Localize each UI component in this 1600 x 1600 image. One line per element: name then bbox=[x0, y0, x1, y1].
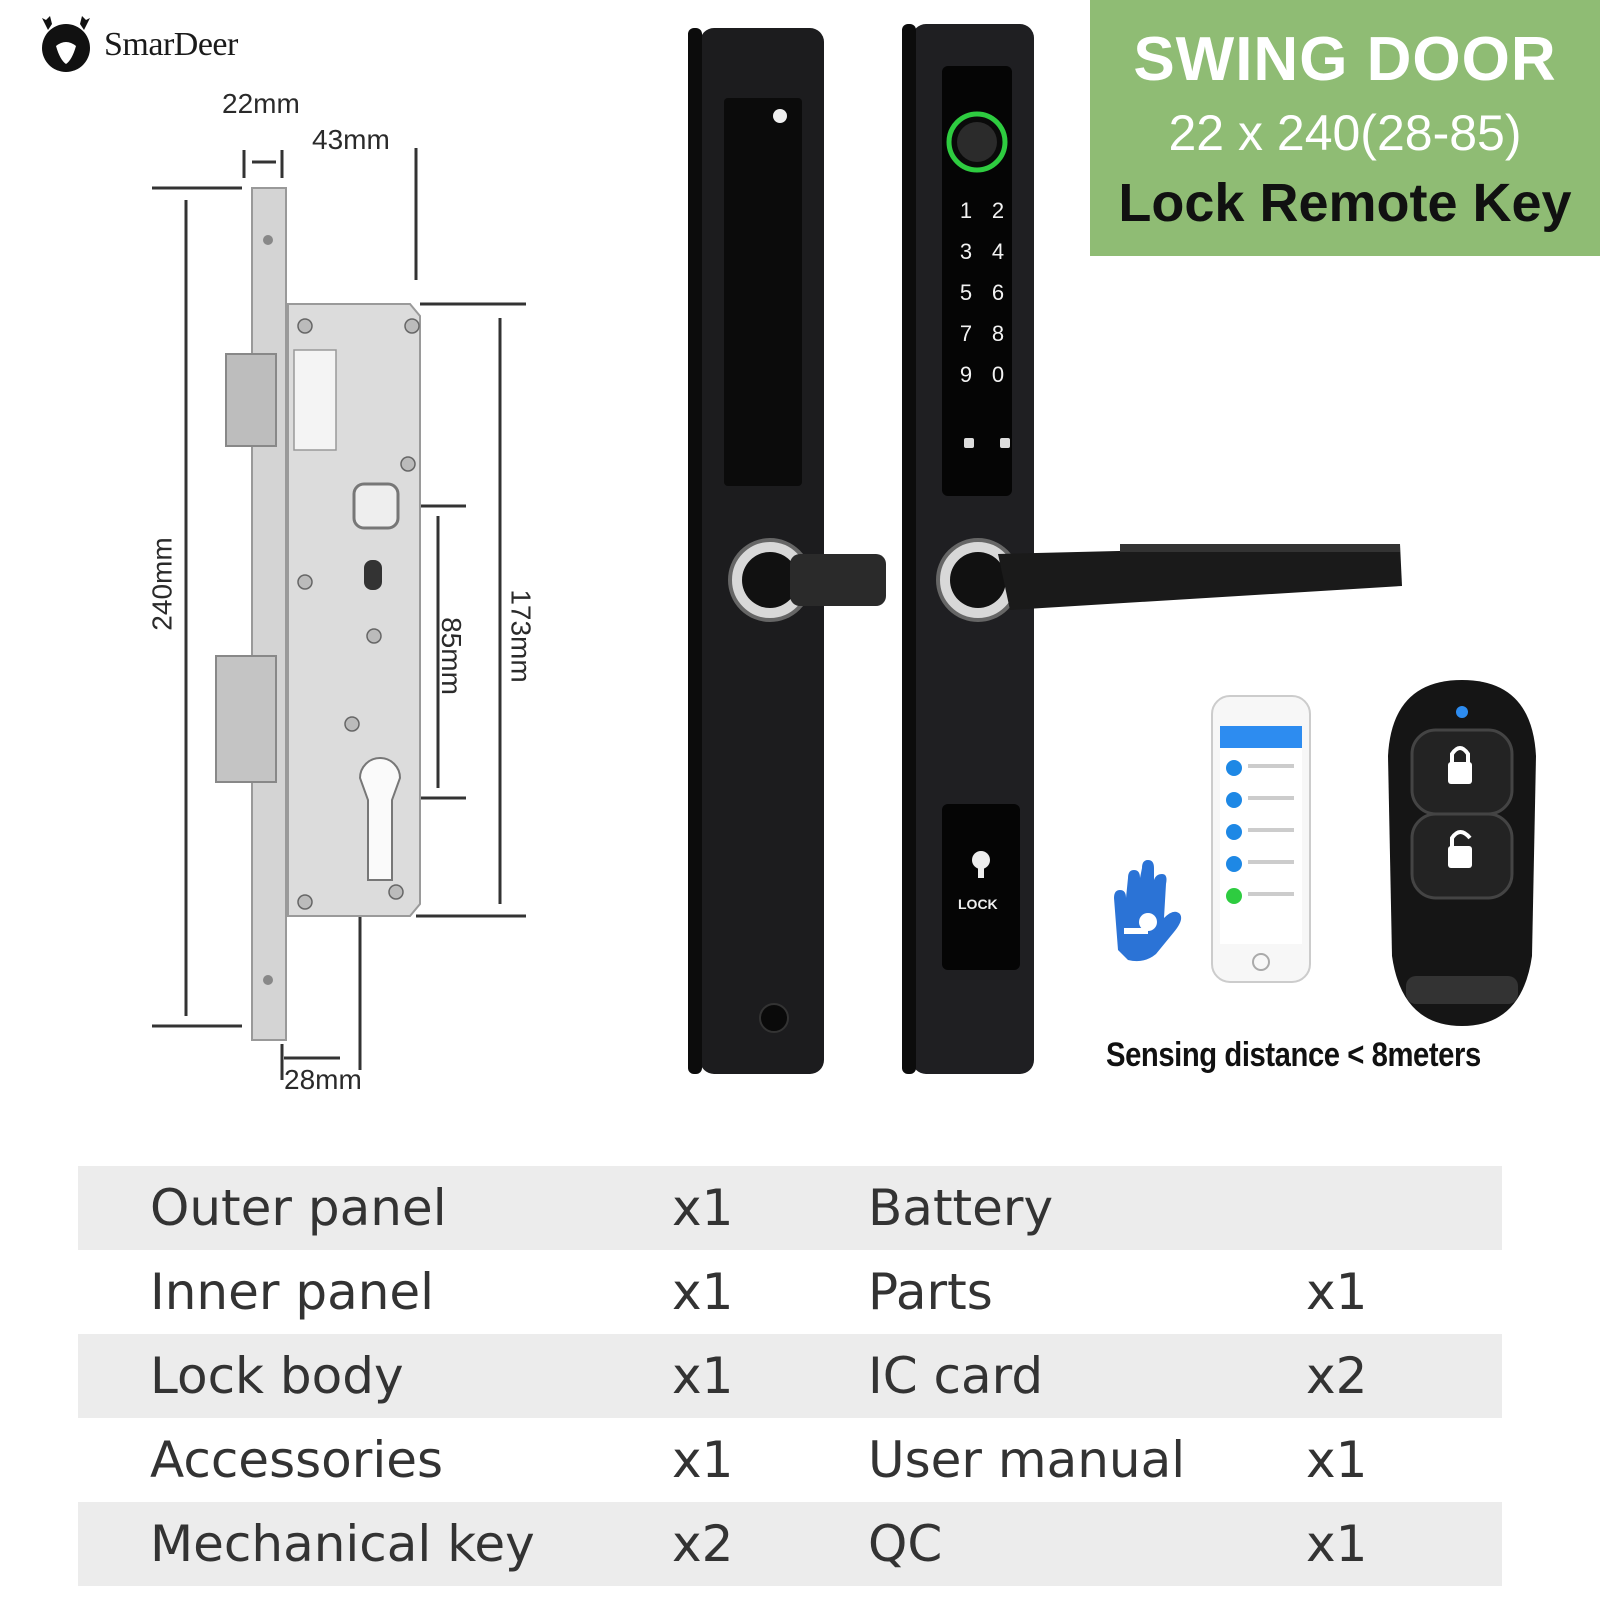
title-line-3: Lock Remote Key bbox=[1118, 173, 1572, 233]
dimension-173mm: 173mm bbox=[505, 589, 537, 683]
title-line-2: 22 x 240(28-85) bbox=[1168, 105, 1522, 161]
dimension-85mm: 85mm bbox=[435, 617, 467, 695]
keypad-key-5: 5 bbox=[959, 280, 973, 305]
item-qty: x1 bbox=[1306, 1515, 1368, 1573]
item-qty: x1 bbox=[672, 1263, 734, 1321]
keypad: 1 2 3 4 5 6 7 8 9 0 bbox=[950, 198, 1014, 388]
item-qty: x1 bbox=[1306, 1263, 1368, 1321]
keypad-key-4: 4 bbox=[991, 239, 1005, 264]
item-qty: x2 bbox=[1306, 1347, 1368, 1405]
lock-body-diagram bbox=[152, 148, 526, 1080]
item-qty: x1 bbox=[1306, 1431, 1368, 1489]
keypad-key-0: 0 bbox=[991, 362, 1005, 387]
sensing-distance-text: Sensing distance < 8meters bbox=[1106, 1036, 1481, 1074]
item-name: Lock body bbox=[150, 1347, 404, 1405]
packing-row: Accessories x1 User manual x1 bbox=[78, 1418, 1502, 1502]
packing-row: Lock body x1 IC card x2 bbox=[78, 1334, 1502, 1418]
smart-lock-product bbox=[688, 24, 1402, 1074]
item-name: Mechanical key bbox=[150, 1515, 535, 1573]
keypad-key-7: 7 bbox=[959, 321, 973, 346]
item-qty: x1 bbox=[672, 1431, 734, 1489]
dimension-22mm: 22mm bbox=[222, 88, 300, 119]
item-name: IC card bbox=[868, 1347, 1044, 1405]
item-name: Accessories bbox=[150, 1431, 444, 1489]
brand-name: SmarDeer bbox=[104, 26, 238, 63]
item-name: User manual bbox=[868, 1431, 1186, 1489]
keypad-key-1: 1 bbox=[959, 198, 973, 223]
item-qty: x2 bbox=[672, 1515, 734, 1573]
keypad-key-6: 6 bbox=[991, 280, 1005, 305]
item-name: QC bbox=[868, 1515, 943, 1573]
packing-row: Mechanical key x2 QC x1 bbox=[78, 1502, 1502, 1586]
keypad-key-2: 2 bbox=[991, 198, 1005, 223]
title-line-1: SWING DOOR bbox=[1133, 25, 1557, 94]
dimension-28mm: 28mm bbox=[284, 1064, 362, 1095]
keypad-key-8: 8 bbox=[991, 321, 1005, 346]
phone-app-icon bbox=[1211, 695, 1311, 983]
title-box: SWING DOOR 22 x 240(28-85) Lock Remote K… bbox=[1090, 0, 1600, 256]
packing-list: Outer panel x1 Battery Inner panel x1 Pa… bbox=[78, 1166, 1502, 1586]
item-qty: x1 bbox=[672, 1347, 734, 1405]
deer-head-icon bbox=[42, 16, 90, 72]
brand-logo: SmarDeer bbox=[34, 16, 238, 74]
dimension-240mm: 240mm bbox=[146, 537, 178, 631]
keypad-key-9: 9 bbox=[959, 362, 973, 387]
remote-key-icon bbox=[1388, 680, 1536, 1026]
lock-label: LOCK bbox=[958, 896, 998, 912]
keypad-key-3: 3 bbox=[959, 239, 973, 264]
item-name: Outer panel bbox=[150, 1179, 447, 1237]
packing-row: Inner panel x1 Parts x1 bbox=[78, 1250, 1502, 1334]
item-qty: x1 bbox=[672, 1179, 734, 1237]
packing-row: Outer panel x1 Battery bbox=[78, 1166, 1502, 1250]
dimension-43mm: 43mm bbox=[312, 124, 390, 155]
item-name: Inner panel bbox=[150, 1263, 435, 1321]
hand-key-icon bbox=[1114, 860, 1182, 962]
item-name: Battery bbox=[868, 1179, 1054, 1237]
item-name: Parts bbox=[868, 1263, 993, 1321]
